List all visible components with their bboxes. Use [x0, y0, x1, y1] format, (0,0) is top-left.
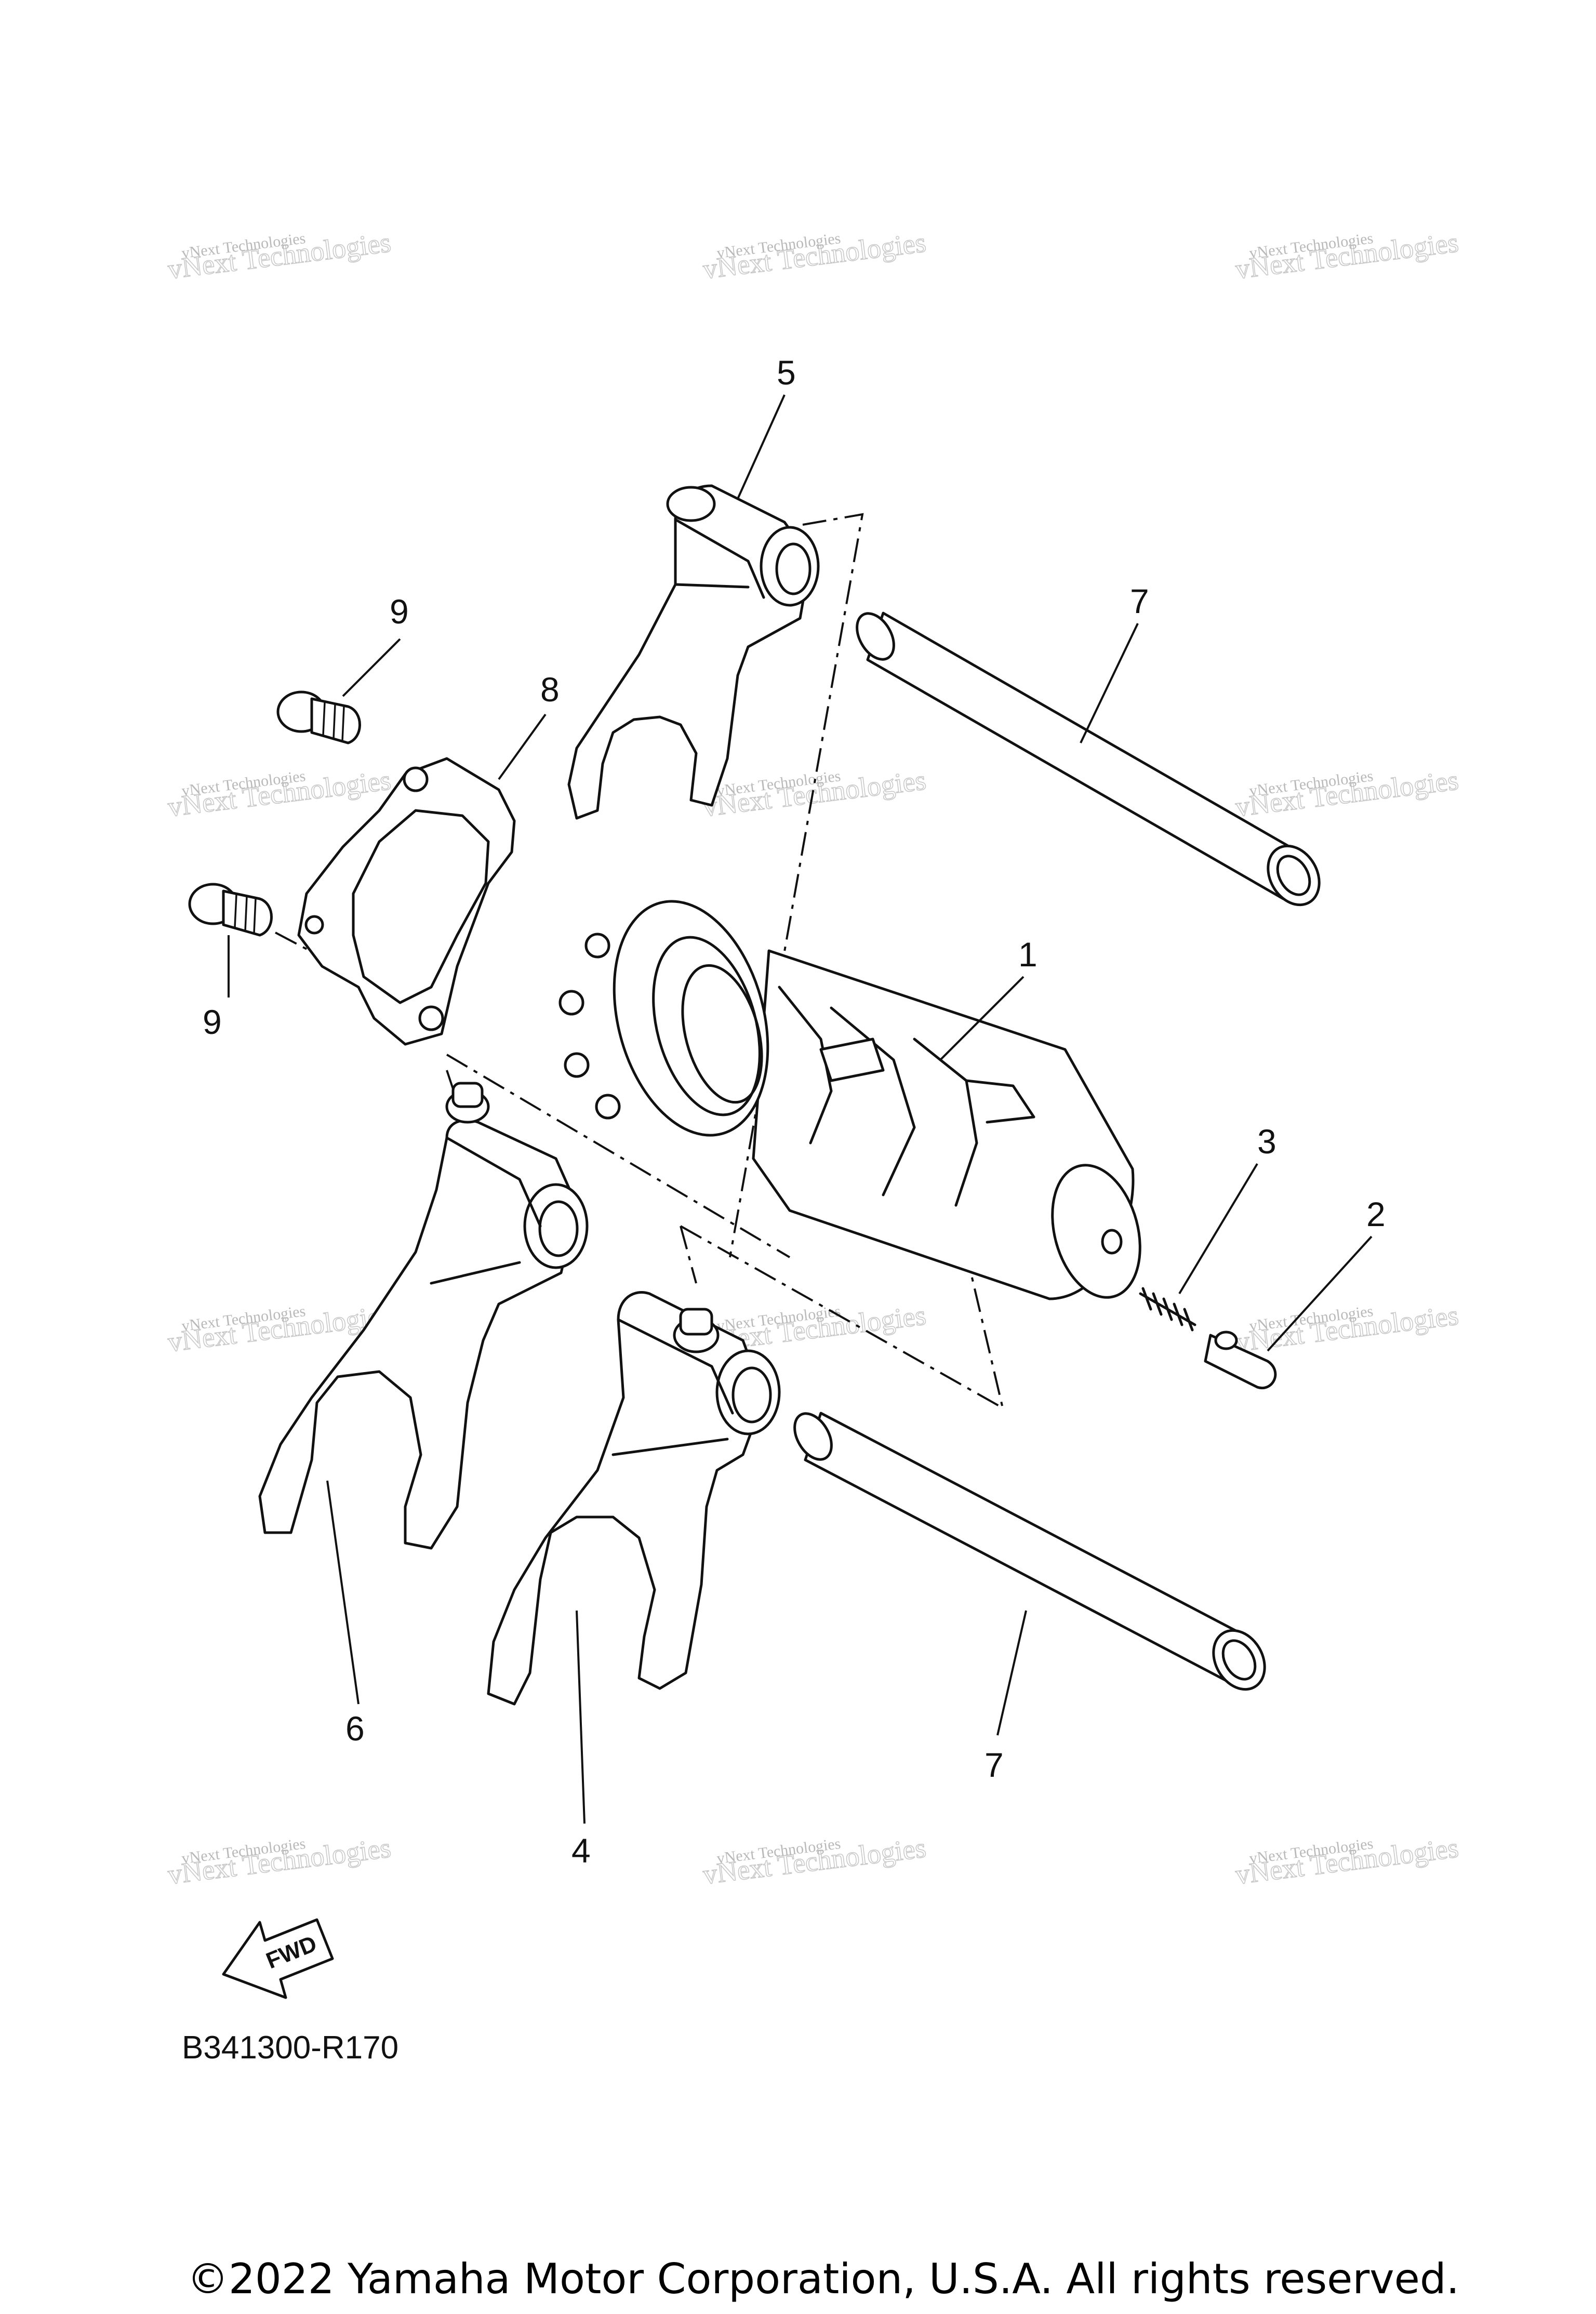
watermark: vNext Technologies vNext Technologies	[1233, 226, 1460, 285]
watermark: vNext Technologies vNext Technologies	[1233, 1299, 1460, 1358]
callout-2: 2	[1366, 1195, 1386, 1233]
leader-2	[1267, 1235, 1373, 1352]
callout-5: 5	[777, 353, 796, 392]
callout-1: 1	[1018, 935, 1038, 974]
callout-3: 3	[1257, 1122, 1276, 1161]
fork-6-assembly-line-a	[446, 1054, 791, 1258]
callout-7-upper: 7	[1130, 582, 1149, 620]
leader-6	[326, 1480, 360, 1705]
callout-9-lower: 9	[203, 1003, 222, 1041]
figure-code: B341300-R170	[182, 2030, 399, 2066]
leader-7-upper	[1080, 623, 1139, 743]
shift-fork-6	[258, 1082, 589, 1550]
leader-7-lower	[996, 1610, 1027, 1736]
leader-3	[1178, 1163, 1258, 1295]
leader-1	[939, 976, 1025, 1061]
callout-7-lower: 7	[985, 1746, 1004, 1784]
guide-bar-upper	[856, 611, 1321, 907]
watermark: vNext Technologies vNext Technologies	[166, 764, 393, 823]
copyright-notice: ©2022 Yamaha Motor Corporation, U.S.A. A…	[187, 2255, 1460, 2303]
segment-plate-8	[297, 757, 516, 1046]
shift-fork-4	[487, 1291, 781, 1706]
callout-8: 8	[540, 670, 560, 709]
fork-4-assembly-line	[680, 1225, 1004, 1410]
callout-9-upper: 9	[390, 592, 409, 631]
watermark: vNext Technologies vNext Technologies	[166, 1831, 393, 1891]
spring-3	[1139, 1287, 1196, 1332]
forward-arrow-icon: FWD	[222, 1918, 334, 1999]
guide-bar-lower	[793, 1412, 1266, 1691]
shift-fork-5	[567, 484, 820, 820]
pin-2	[1204, 1331, 1277, 1390]
shift-drum-1	[558, 900, 1141, 1300]
watermark: vNext Technologies vNext Technologies	[701, 764, 928, 823]
leader-lines	[228, 394, 1373, 1824]
watermark: vNext Technologies vNext Technologies	[1233, 764, 1460, 823]
leader-9-upper	[342, 638, 401, 697]
leader-8	[498, 713, 547, 780]
fork-4-assembly-line-b	[680, 1226, 697, 1284]
watermark: vNext Technologies vNext Technologies	[701, 226, 928, 285]
callout-numbers: 5 7 9 8 1 9 3 2 6 7 4	[203, 353, 1386, 1870]
callout-6: 6	[345, 1709, 365, 1748]
callout-4: 4	[571, 1831, 591, 1870]
watermark: vNext Technologies vNext Technologies	[701, 1831, 928, 1891]
watermark: vNext Technologies vNext Technologies	[166, 226, 393, 285]
leader-5	[737, 394, 786, 499]
watermark: vNext Technologies vNext Technologies	[1233, 1831, 1460, 1891]
screw-9-upper	[276, 690, 361, 744]
screw-9-lower	[188, 883, 273, 937]
leader-4	[576, 1610, 586, 1824]
